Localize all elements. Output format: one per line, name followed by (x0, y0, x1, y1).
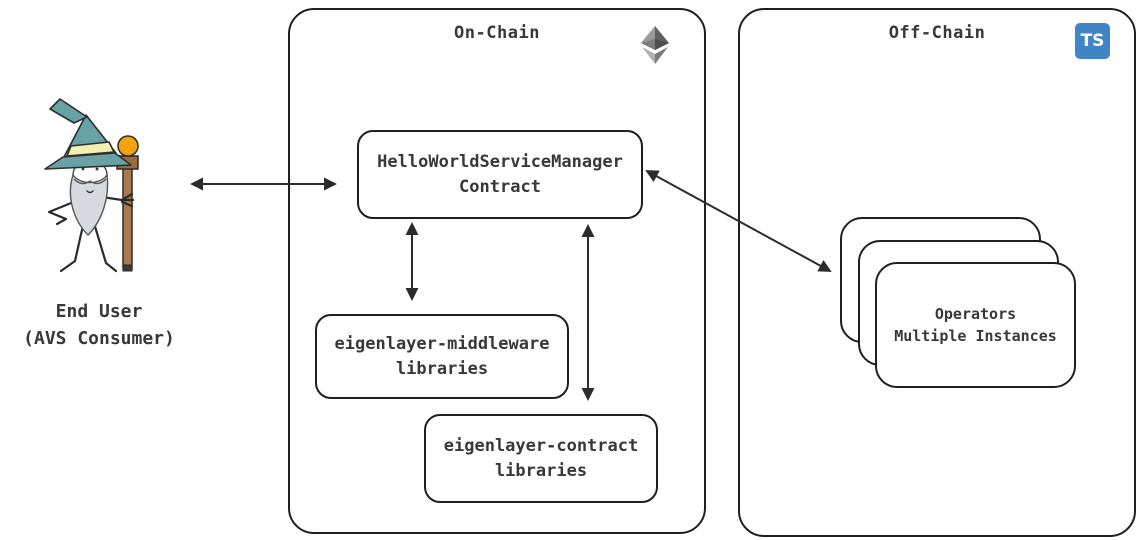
wizard-character-icon (44, 98, 139, 273)
operators-instance-front: Operators Multiple Instances (875, 262, 1076, 388)
onchain-container: On-Chain HelloWorldServiceManager Contra… (288, 8, 706, 534)
wizard-beard (69, 173, 109, 236)
staff-tip (122, 264, 133, 272)
wizard-eye-right (95, 167, 99, 171)
node-label-line1: eigenlayer-middleware (334, 333, 550, 354)
operators-label-line1: Operators (934, 304, 1017, 323)
wizard-eye-left (81, 167, 85, 171)
node-eigenlayer-middleware: eigenlayer-middleware libraries (315, 314, 569, 399)
node-helloworld-service-manager: HelloWorldServiceManager Contract (357, 130, 643, 219)
node-label-line1: eigenlayer-contract (443, 435, 639, 456)
end-user-label-line2: (AVS Consumer) (23, 328, 175, 349)
offchain-container: Off-Chain TS Operators Multiple Instance… (738, 8, 1136, 537)
ethereum-icon (641, 26, 669, 64)
wizard-hat-icon (44, 98, 132, 170)
node-label-line2: Contract (459, 176, 541, 197)
typescript-icon: TS (1075, 23, 1110, 59)
end-user-label: End User (AVS Consumer) (4, 298, 194, 352)
staff-orb (117, 135, 139, 157)
end-user-label-line1: End User (55, 301, 143, 322)
offchain-title: Off-Chain (888, 23, 986, 43)
node-label-line1: HelloWorldServiceManager (377, 151, 623, 172)
node-eigenlayer-contract: eigenlayer-contract libraries (424, 414, 658, 503)
wizard-mustache (73, 178, 107, 185)
operators-label-line2: Multiple Instances (894, 327, 1057, 345)
onchain-title: On-Chain (454, 23, 540, 43)
node-label-line2: libraries (494, 460, 588, 481)
node-label-line2: libraries (395, 358, 489, 379)
typescript-icon-label: TS (1080, 31, 1105, 51)
staff-rod (122, 162, 133, 270)
